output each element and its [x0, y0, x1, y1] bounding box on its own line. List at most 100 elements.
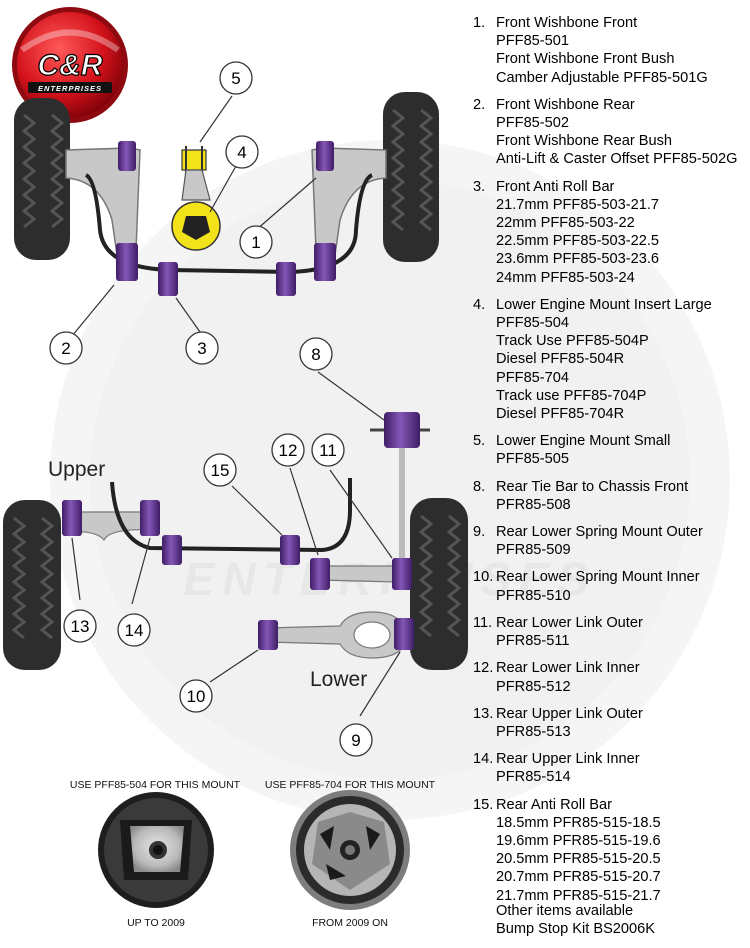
part-line: PFR85-508 [496, 496, 571, 513]
part-line: Rear Lower Link Outer [496, 614, 643, 631]
watermark: ENTERPRISES [50, 140, 730, 820]
part-line: Rear Lower Spring Mount Inner [496, 569, 700, 586]
mount-caption-right-top: USE PFF85-704 FOR THIS MOUNT [265, 779, 436, 791]
rear-lower-spring-mount-outer-bush [394, 618, 414, 650]
front-anti-roll-bar [84, 173, 374, 275]
front-arb-bush-right [276, 262, 296, 296]
part-line: Front Anti Roll Bar [496, 178, 615, 195]
lower-label: Lower [310, 668, 367, 691]
callout-14: 14 [117, 613, 151, 647]
part-number: 13. [473, 705, 494, 722]
part-line: PFR85-514 [496, 769, 571, 786]
part-line: Front Wishbone Rear Bush [496, 133, 673, 150]
part-number: 4. [473, 296, 486, 313]
part-line: Track Use PFF85-504P [496, 333, 649, 350]
part-line: Front Wishbone Front [496, 15, 638, 31]
part-number: 10. [473, 569, 494, 586]
part-line: PFR85-513 [496, 723, 571, 740]
svg-text:1: 1 [251, 233, 260, 252]
part-line: PFF85-502 [496, 115, 570, 132]
part-line: PFR85-511 [496, 633, 570, 650]
part-line: Diesel PFF85-504R [496, 351, 625, 368]
part-line: PFF85-501 [496, 33, 570, 50]
svg-text:3: 3 [197, 339, 206, 358]
svg-text:11: 11 [319, 441, 337, 460]
part-line: Anti-Lift & Caster Offset PFF85-502G [496, 151, 738, 168]
part-number: 11. [473, 614, 493, 631]
svg-text:4: 4 [237, 143, 246, 162]
rear-tie-bar-bush [370, 412, 430, 448]
part-number: 14. [473, 751, 494, 768]
front-left-tyre [14, 98, 70, 260]
mount-caption-left-bottom: UP TO 2009 [127, 917, 185, 929]
part-number: 15. [473, 796, 494, 813]
part-line: Rear Upper Link Outer [496, 705, 643, 722]
part-line: 24mm PFF85-503-24 [496, 269, 635, 286]
svg-text:14: 14 [125, 621, 144, 640]
part-number: 2. [473, 96, 486, 113]
callout-2: 2 [49, 331, 83, 365]
upper-label: Upper [48, 458, 105, 481]
callout-8: 8 [299, 337, 333, 371]
callout-5: 5 [219, 61, 253, 95]
rear-upper-link-outer-bush [62, 500, 82, 536]
callout-circles: 5 4 1 2 3 8 12 11 15 13 14 10 9 [49, 61, 373, 757]
front-arb-bush-left [158, 262, 178, 296]
callout-15: 15 [203, 453, 237, 487]
leader-lines [71, 95, 401, 717]
engine-mount-photo-left [98, 792, 214, 908]
svg-text:13: 13 [71, 617, 90, 636]
rear-arb-bush-right [280, 535, 300, 565]
rear-upper-link-inner-bush [140, 500, 160, 536]
logo-brand-text: C&R [38, 49, 103, 82]
svg-text:2: 2 [61, 339, 70, 358]
mount-caption-left-top: USE PFF85-504 FOR THIS MOUNT [70, 779, 241, 791]
part-line: Camber Adjustable PFF85-501G [496, 69, 708, 86]
callout-12: 12 [271, 433, 305, 467]
part-line: 19.6mm PFR85-515-19.6 [496, 832, 661, 849]
front-wishbone-bush-right-top [316, 141, 334, 171]
logo: C&R ENTERPRISES [12, 7, 128, 123]
part-line: 21.7mm PFR85-515-21.7 [496, 887, 661, 904]
svg-text:10: 10 [187, 687, 206, 706]
part-line: Rear Tie Bar to Chassis Front [496, 478, 689, 495]
engine-mount-large [171, 201, 221, 251]
part-number: 5. [473, 433, 486, 450]
rear-lower-link [319, 565, 399, 583]
svg-text:5: 5 [231, 69, 240, 88]
part-line: Front Wishbone Front Bush [496, 51, 675, 68]
svg-text:9: 9 [351, 731, 360, 750]
part-line: Rear Upper Link Inner [496, 751, 640, 768]
part-number: 12. [473, 660, 494, 677]
part-number: 9. [473, 524, 486, 541]
front-right-tyre [383, 92, 439, 262]
front-suspension [14, 92, 439, 296]
part-line: Diesel PFF85-704R [496, 406, 625, 423]
part-number: 1. [473, 15, 486, 31]
mount-caption-right-bottom: FROM 2009 ON [312, 917, 388, 929]
callout-13: 13 [63, 609, 97, 643]
rear-anti-roll-bar [110, 478, 352, 553]
callout-11: 11 [311, 433, 345, 467]
svg-text:15: 15 [211, 461, 230, 480]
mount-photos: USE PFF85-504 FOR THIS MOUNT USE PFF85-7… [70, 779, 436, 929]
engine-mount-small [181, 146, 207, 174]
part-line: Rear Anti Roll Bar [496, 796, 612, 813]
engine-mount-photo-right [290, 790, 410, 910]
rear-suspension: Upper Lower [3, 412, 468, 691]
callout-10: 10 [179, 679, 213, 713]
rear-lower-link-inner-bush [310, 558, 330, 590]
callout-4: 4 [225, 135, 259, 169]
part-line: 18.5mm PFR85-515-18.5 [496, 814, 661, 831]
